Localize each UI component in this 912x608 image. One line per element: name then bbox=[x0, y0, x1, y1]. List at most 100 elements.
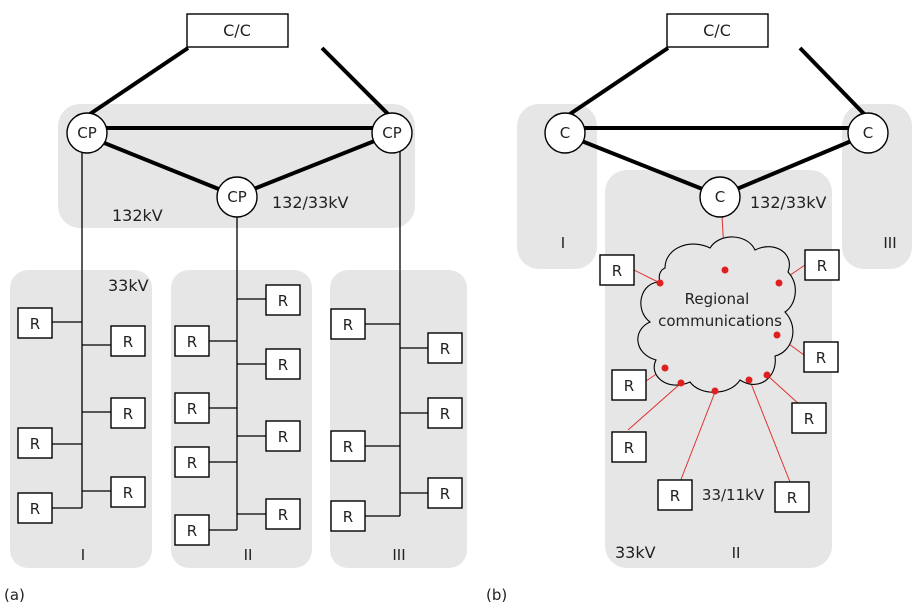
comm-endpoint-dot bbox=[677, 379, 685, 387]
rtu-box bbox=[174, 514, 210, 546]
rtu-label: R bbox=[440, 485, 450, 503]
rtu-box bbox=[330, 500, 366, 532]
rtu-label: R bbox=[123, 333, 133, 351]
rtu-box bbox=[110, 397, 146, 429]
rtu-label: R bbox=[30, 315, 40, 333]
comm-endpoint-dot bbox=[721, 266, 729, 274]
rtu-label: R bbox=[816, 349, 826, 367]
region-label-ii: II bbox=[244, 546, 253, 564]
rtu-box bbox=[110, 476, 146, 508]
rtu-label: R bbox=[187, 333, 197, 351]
rtu-box bbox=[17, 427, 53, 459]
link-c-right-center bbox=[719, 132, 869, 198]
rtu-box bbox=[17, 492, 53, 524]
rtu-label: R bbox=[30, 500, 40, 518]
rtu-label: R bbox=[440, 340, 450, 358]
c-node-center bbox=[699, 176, 741, 218]
cp-node-label: CP bbox=[227, 188, 247, 206]
rtu-label: R bbox=[670, 487, 680, 505]
rtu-box bbox=[330, 308, 366, 340]
cloud-label-line2: communications bbox=[658, 312, 782, 330]
rtu-box bbox=[599, 254, 635, 286]
rtu-box bbox=[174, 392, 210, 424]
rtu-label: R bbox=[612, 262, 622, 280]
c-node-label: C bbox=[863, 124, 873, 142]
rtu-box bbox=[265, 420, 301, 452]
rtu-box bbox=[427, 332, 463, 364]
rtu-label: R bbox=[30, 435, 40, 453]
link-cc-c-right bbox=[798, 46, 870, 120]
link-cc-c-left bbox=[562, 46, 670, 120]
comm-link bbox=[627, 383, 681, 431]
c-node-right bbox=[847, 112, 889, 154]
comm-link bbox=[767, 375, 801, 406]
regional-communications-cloud bbox=[637, 236, 796, 393]
comm-link bbox=[749, 380, 791, 483]
rtu-box bbox=[265, 498, 301, 530]
cp-node-right bbox=[371, 112, 413, 154]
comm-endpoint-dot bbox=[711, 387, 719, 395]
rtu-label: R bbox=[278, 356, 288, 374]
region-label-i: I bbox=[561, 234, 565, 252]
region-label-iii: III bbox=[883, 234, 896, 252]
c-node-label: C bbox=[560, 124, 570, 142]
c-node-left bbox=[544, 112, 586, 154]
link-c-left-center bbox=[563, 132, 721, 198]
region-132kv-band bbox=[58, 104, 415, 228]
rtu-label: R bbox=[278, 506, 288, 524]
link-cc-cp-right bbox=[320, 46, 394, 120]
link-cp-left-center bbox=[81, 132, 237, 198]
rtu-label: R bbox=[817, 257, 827, 275]
rtu-label: R bbox=[123, 405, 133, 423]
control-centre-label: C/C bbox=[223, 21, 251, 40]
rtu-label: R bbox=[343, 508, 353, 526]
rtu-box bbox=[427, 397, 463, 429]
rtu-label: R bbox=[624, 439, 634, 457]
rtu-box bbox=[174, 325, 210, 357]
rtu-box bbox=[804, 249, 840, 281]
link-cp-right-center bbox=[235, 132, 393, 198]
rtu-box bbox=[265, 284, 301, 316]
rtu-box bbox=[791, 402, 827, 434]
cp-node-label: CP bbox=[77, 124, 97, 142]
comm-endpoint-dot bbox=[775, 279, 783, 287]
rtu-label: R bbox=[187, 454, 197, 472]
region-label-ii: II bbox=[732, 544, 741, 562]
rtu-label: R bbox=[187, 400, 197, 418]
comm-endpoint-dot bbox=[763, 371, 771, 379]
panel-a-caption: (a) bbox=[4, 586, 25, 604]
rtu-label: R bbox=[278, 292, 288, 310]
cp-node-center bbox=[216, 176, 258, 218]
voltage-33-11kv-label: 33/11kV bbox=[702, 486, 765, 504]
voltage-132-33kv-label: 132/33kV bbox=[750, 193, 827, 212]
voltage-33kv-label: 33kV bbox=[108, 276, 149, 295]
comm-link bbox=[679, 391, 716, 483]
rtu-box bbox=[17, 307, 53, 339]
link-cc-cp-left bbox=[82, 46, 190, 120]
voltage-33kv-label: 33kV bbox=[615, 543, 656, 562]
cp-node-label: CP bbox=[382, 124, 402, 142]
rtu-box bbox=[427, 477, 463, 509]
rtu-box bbox=[774, 481, 810, 513]
comm-endpoint-dot bbox=[745, 376, 753, 384]
rtu-label: R bbox=[278, 428, 288, 446]
c-node-label: C bbox=[715, 188, 725, 206]
rtu-label: R bbox=[440, 405, 450, 423]
rtu-box bbox=[657, 479, 693, 511]
control-centre-box bbox=[666, 13, 769, 48]
rtu-label: R bbox=[804, 410, 814, 428]
region-label-i: I bbox=[81, 546, 85, 564]
rtu-box bbox=[803, 341, 839, 373]
rtu-label: R bbox=[123, 484, 133, 502]
rtu-label: R bbox=[343, 316, 353, 334]
rtu-label: R bbox=[343, 438, 353, 456]
voltage-132kv-label: 132kV bbox=[112, 206, 163, 225]
comm-link bbox=[633, 269, 659, 283]
rtu-label: R bbox=[787, 489, 797, 507]
voltage-132-33kv-label: 132/33kV bbox=[272, 193, 349, 212]
rtu-box bbox=[174, 446, 210, 478]
rtu-box bbox=[611, 369, 647, 401]
panel-a: C/C CP CP CP 132kV 132/33kV 33kV R R R R… bbox=[4, 13, 467, 604]
control-centre-label: C/C bbox=[703, 21, 731, 40]
